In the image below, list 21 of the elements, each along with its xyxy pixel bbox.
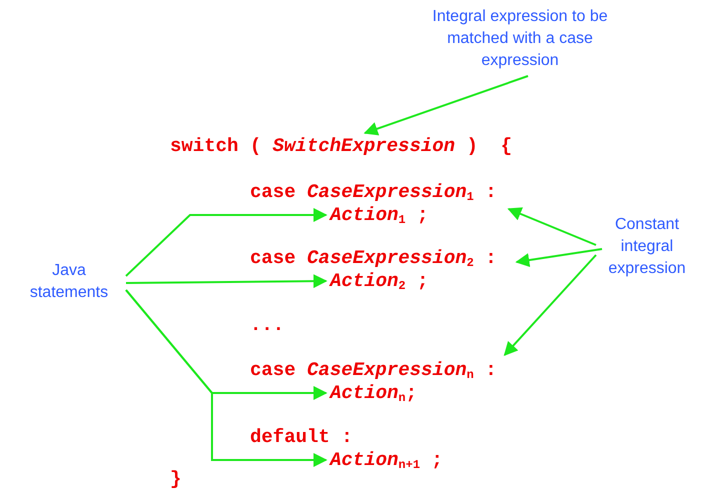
code-line: switch ( SwitchExpression ) { [170,135,512,157]
code-line: case CaseExpression$_{n}$ : [250,359,497,381]
code-line: default : [250,426,353,448]
arrow [126,274,328,288]
arrow [125,208,328,277]
arrow [515,248,602,268]
arrow [504,254,597,356]
code-line: Action$_{n+1}$ ; [330,449,443,471]
code-line: case CaseExpression$_{2}$ : [250,247,497,269]
code-line: } [170,468,182,490]
code-line: Action$_{n}$; [330,382,418,404]
code-line: Action$_{1}$ ; [330,204,428,226]
code-line: Action$_{2}$ ; [330,270,428,292]
annotation-text: Constant integral expression [606,214,688,280]
arrow [507,207,596,246]
arrow [364,75,528,136]
code-line: case CaseExpression$_{1}$ : [250,181,497,203]
annotation-text: Java statements [14,260,124,304]
arrow [125,289,328,467]
code-line: ... [250,314,284,336]
annotation-text: Integral expression to be matched with a case expression [412,6,628,72]
